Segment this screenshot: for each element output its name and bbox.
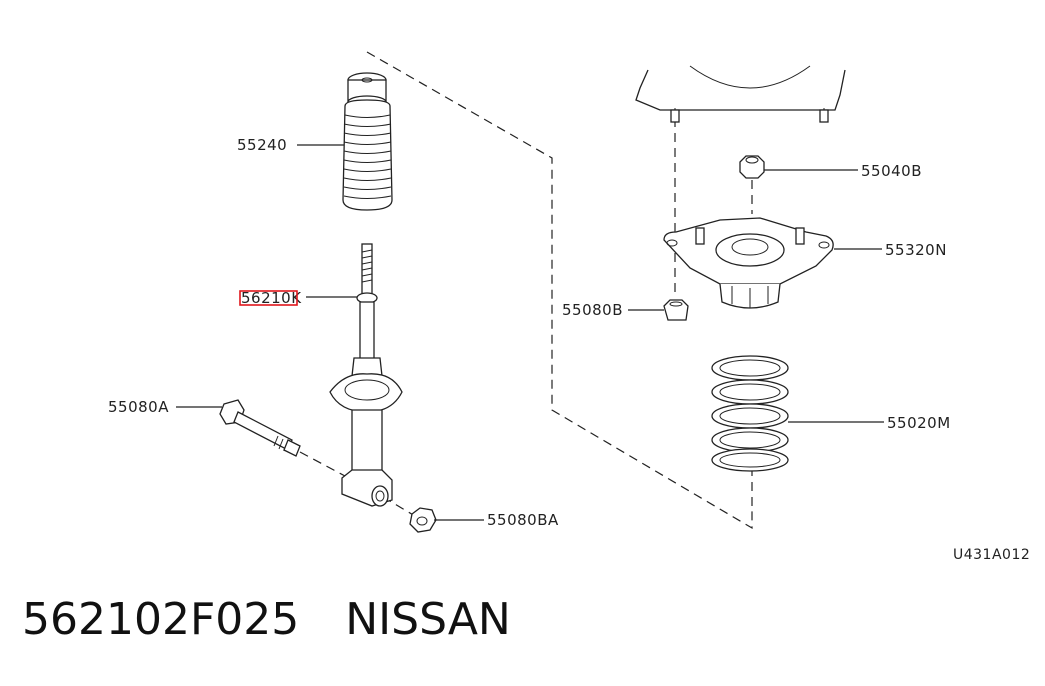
bolt-axis-line	[299, 451, 346, 477]
label-bolt: 55080A	[108, 398, 169, 416]
label-bump-stop: 55240	[237, 136, 287, 154]
part-number: 562102F025	[22, 594, 300, 645]
brand-name: NISSAN	[345, 594, 511, 645]
shock-absorber	[329, 243, 403, 507]
assembly-boundary	[366, 51, 753, 530]
label-strut[interactable]: 56210K	[241, 289, 302, 307]
bolt	[219, 399, 301, 457]
label-lower-nut: 55080BA	[487, 511, 559, 529]
coil-spring	[711, 355, 789, 472]
label-upper-nut: 55040B	[861, 162, 922, 180]
strut-mount	[663, 217, 834, 309]
body-panel	[635, 65, 846, 123]
upper-nut	[739, 155, 765, 179]
bump-stop	[342, 72, 393, 211]
label-spring: 55020M	[887, 414, 951, 432]
label-mount: 55320N	[885, 241, 947, 259]
strut-highlight-box	[239, 290, 298, 306]
diagram-reference-code: U431A012	[953, 547, 1030, 563]
lower-nut	[409, 507, 437, 533]
mount-nut	[663, 299, 689, 321]
label-mount-nut: 55080B	[562, 301, 623, 319]
